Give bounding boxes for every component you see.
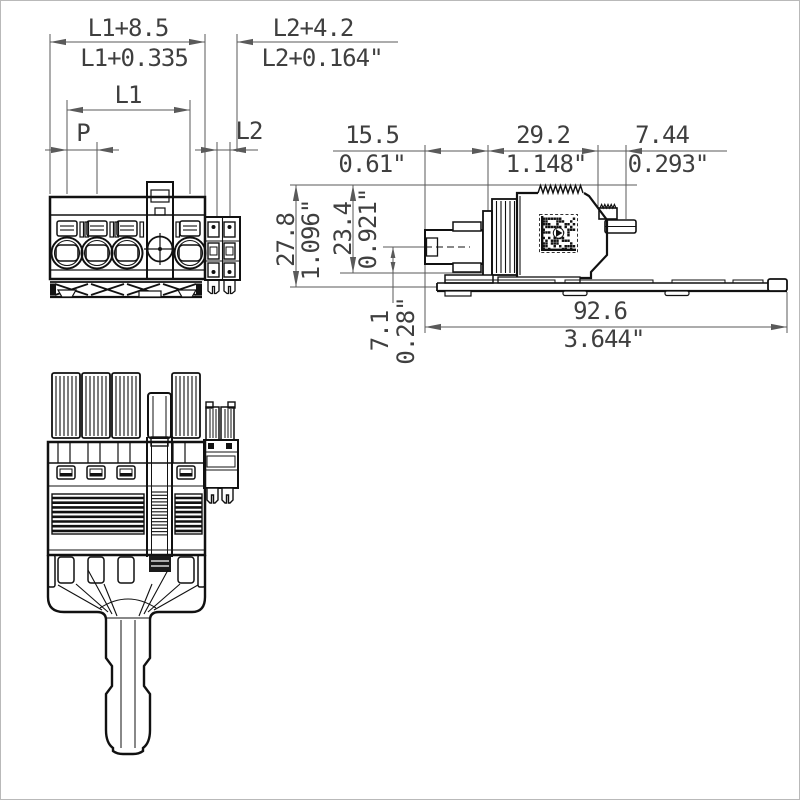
dim-side-strip-mm: 92.6 — [573, 297, 627, 325]
hatch-left-frame — [51, 493, 145, 535]
side-view: 15.5 0.61" 29.2 1.148" 7.44 0.293" 27.8 … — [272, 121, 788, 365]
dim-side-axis-mm: 7.1 — [366, 311, 394, 351]
comb-teeth — [47, 554, 206, 588]
bottom-body — [46, 436, 207, 572]
screw-cross-icon — [144, 233, 176, 265]
front-connector-art — [48, 181, 241, 299]
front-view: L1+8.5 L1+0.335 L1 P L2 L2+4.2 L2+0.164" — [45, 14, 398, 299]
dim-side-latch-mm: 7.44 — [635, 121, 689, 149]
dim-side-latch-in: 0.293" — [628, 150, 709, 178]
hatch-left — [52, 496, 144, 533]
dim-side-inner-in: 0.921" — [354, 189, 382, 270]
dim-side-nose-in: 0.61" — [338, 150, 405, 178]
front-right-section — [204, 216, 241, 295]
dim-front-total-mm: L1+8.5 — [88, 14, 169, 42]
front-latch — [144, 181, 176, 280]
dim-side-inner-mm: 23.4 — [329, 202, 357, 256]
dim-side-nose-mm: 15.5 — [345, 121, 399, 149]
dim-side-strip-in: 3.644" — [564, 325, 645, 353]
right-wire-stripes — [209, 409, 232, 438]
dim-front-l1: L1 — [115, 81, 142, 109]
dim-front-l2: L2 — [236, 117, 263, 145]
dim-side-height-mm: 27.8 — [272, 213, 300, 267]
side-connector-art — [424, 183, 788, 297]
side-dimension-labels: 15.5 0.61" 29.2 1.148" 7.44 0.293" 27.8 … — [272, 121, 709, 365]
side-body — [515, 183, 637, 280]
dim-front-total-in: L1+0.335 — [80, 44, 188, 72]
latch-teeth — [537, 183, 584, 196]
dim-side-axis-in: 0.28" — [392, 297, 420, 364]
bottom-right-section — [203, 401, 239, 504]
flange — [482, 210, 493, 282]
latch-fine-hatch — [152, 491, 167, 536]
dim-front-right-mm: L2+4.2 — [273, 14, 354, 42]
side-extension-lines — [290, 145, 788, 333]
hatch-right-frame — [174, 493, 203, 535]
strain-relief-ribs — [491, 198, 518, 276]
latch-stem — [147, 392, 172, 439]
mounting-strip — [436, 274, 788, 297]
dim-front-right-in: L2+0.164" — [261, 44, 382, 72]
dim-front-pitch: P — [76, 119, 90, 147]
dim-side-body-in: 1.148" — [506, 150, 587, 178]
front-extension-lines — [45, 34, 398, 216]
release-slots — [79, 221, 181, 238]
wire-bundles — [51, 372, 201, 439]
front-comb-strip — [50, 281, 202, 299]
clamp-buttons — [56, 465, 196, 480]
wire-fan-lines — [57, 569, 199, 617]
cable-gland — [46, 554, 207, 756]
latch-column — [146, 436, 173, 572]
dim-side-height-in: 1.096" — [297, 200, 325, 281]
hatch-right — [175, 496, 202, 533]
bottom-view — [46, 372, 239, 756]
datamatrix-code — [539, 214, 578, 253]
latch-button-teeth — [599, 203, 617, 210]
dim-side-body-mm: 29.2 — [516, 121, 570, 149]
front-dimension-labels: L1+8.5 L1+0.335 L1 P L2 L2+4.2 L2+0.164" — [76, 14, 383, 147]
